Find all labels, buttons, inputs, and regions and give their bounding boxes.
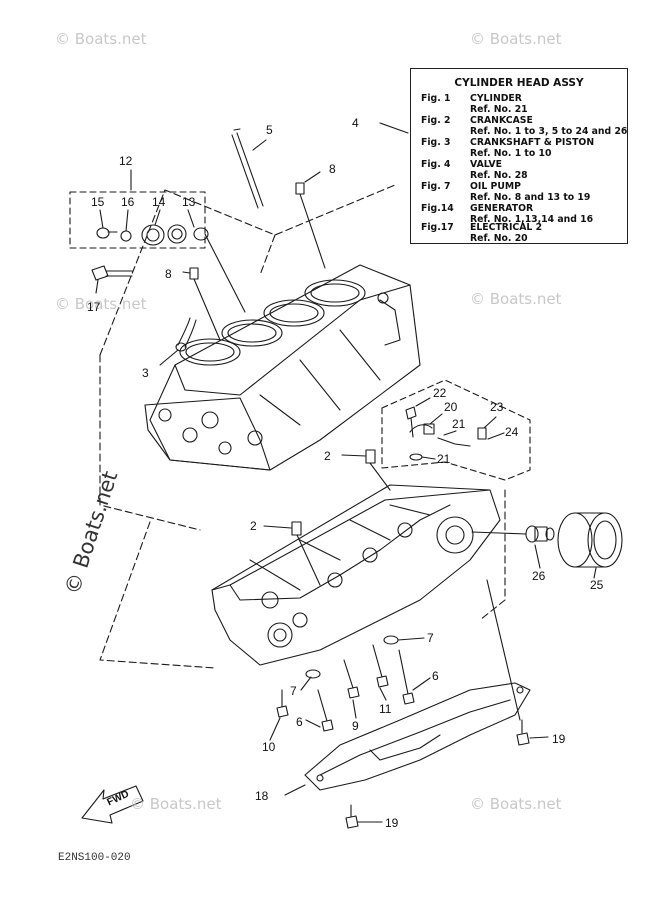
oil-pan-18	[304, 682, 531, 791]
callout-16: 16	[121, 195, 135, 209]
callout-8: 8	[165, 267, 172, 281]
callout-15: 15	[91, 195, 105, 209]
watermark-bottom-right: © Boats.net	[470, 795, 562, 813]
dowel-pin-8a	[295, 182, 305, 195]
fig-ref: Ref. No. 8 and 13 to 19	[470, 192, 591, 203]
bolt-19a	[516, 732, 530, 746]
fig-name: CYLINDER	[470, 93, 522, 104]
oil-filter-25	[557, 512, 623, 568]
watermark-mid-left: © Boats.net	[55, 295, 147, 313]
callout-11: 11	[379, 702, 392, 716]
stud-bolt-5	[231, 128, 264, 209]
legend-fig-4: Fig. 4 VALVE Ref. No. 28	[421, 159, 626, 181]
callout-2: 2	[324, 449, 331, 463]
legend-fig-3: Fig. 3 CRANKSHAFT & PISTON Ref. No. 1 to…	[421, 137, 626, 159]
fig-number: Fig. 2	[421, 115, 451, 126]
crankcase-bolts	[276, 635, 415, 732]
fitting-26	[471, 525, 555, 543]
parts-group-12	[91, 224, 246, 313]
callout-2: 2	[250, 519, 257, 533]
fig-ref: Ref. No. 1 to 10	[470, 148, 552, 159]
fig-name: CRANKCASE	[470, 115, 533, 126]
bolt-19b	[345, 815, 359, 829]
watermark-bottom-left: © Boats.net	[130, 795, 222, 813]
fig-ref: Ref. No. 1,13,14 and 16	[470, 214, 594, 225]
fig-number: Fig. 3	[421, 137, 451, 148]
callout-4: 4	[352, 116, 359, 130]
fig-ref: Ref. No. 28	[470, 170, 528, 181]
callout-3: 3	[142, 366, 149, 380]
dowel-pin-8b	[189, 267, 199, 280]
callout-26: 26	[532, 569, 546, 583]
fig-number: Fig. 7	[421, 181, 451, 192]
callout-8: 8	[329, 162, 336, 176]
callout-21: 21	[437, 452, 451, 466]
callout-22: 22	[433, 386, 447, 400]
callout-20: 20	[444, 400, 458, 414]
callout-21: 21	[452, 417, 466, 431]
callout-5: 5	[266, 123, 273, 137]
callout-25: 25	[590, 578, 604, 592]
fig-number: Fig.17	[421, 222, 454, 233]
legend-fig-1: Fig. 1 CYLINDER Ref. No. 21	[421, 93, 626, 115]
legend-fig-14: Fig.14 GENERATOR Ref. No. 1,13,14 and 16	[421, 203, 626, 225]
crankcase	[211, 484, 501, 666]
fig-ref: Ref. No. 20	[470, 233, 528, 244]
callout-9: 9	[352, 719, 359, 733]
callout-7: 7	[427, 631, 434, 645]
dowel-pin-2a	[365, 449, 376, 464]
legend-fig-17: Fig.17 ELECTRICAL 2 Ref. No. 20	[421, 222, 626, 244]
dowel-pin-2b	[291, 521, 302, 536]
callout-13: 13	[182, 195, 196, 209]
fig-ref: Ref. No. 21	[470, 104, 528, 115]
fig-ref: Ref. No. 1 to 3, 5 to 24 and 26	[470, 126, 628, 137]
legend-box: CYLINDER HEAD ASSY Fig. 1 CYLINDER Ref. …	[410, 68, 628, 244]
callout-17: 17	[87, 300, 101, 314]
fig-name: ELECTRICAL 2	[470, 222, 543, 233]
callout-24: 24	[505, 425, 519, 439]
callout-12: 12	[119, 154, 133, 168]
pipe-3	[175, 317, 197, 352]
fig-number: Fig. 1	[421, 93, 451, 104]
fig-number: Fig. 4	[421, 159, 451, 170]
group-outline-crankcase	[99, 489, 506, 669]
fwd-arrow	[81, 785, 144, 824]
callout-19: 19	[385, 816, 399, 830]
callout-23: 23	[490, 400, 504, 414]
legend-fig-2: Fig. 2 CRANKCASE Ref. No. 1 to 3, 5 to 2…	[421, 115, 628, 137]
callout-6: 6	[296, 715, 303, 729]
legend-title: CYLINDER HEAD ASSY	[454, 77, 584, 89]
watermark-top-right: © Boats.net	[470, 30, 562, 48]
cylinder-block	[144, 264, 421, 471]
callout-14: 14	[152, 195, 166, 209]
fig-number: Fig.14	[421, 203, 454, 214]
group-outline-cylinder	[99, 184, 396, 531]
watermark-top-left: © Boats.net	[55, 30, 147, 48]
group-outline-oilpump	[381, 379, 531, 481]
group-outline-12	[69, 191, 206, 249]
callout-6: 6	[432, 669, 439, 683]
fig-name: GENERATOR	[470, 203, 534, 214]
callout-10: 10	[262, 740, 276, 754]
fig-name: VALVE	[470, 159, 502, 170]
fig-name: CRANKSHAFT & PISTON	[470, 137, 595, 148]
fig-name: OIL PUMP	[470, 181, 521, 192]
legend-fig-7: Fig. 7 OIL PUMP Ref. No. 8 and 13 to 19	[421, 181, 626, 203]
callout-19: 19	[552, 732, 566, 746]
watermark-mid-right: © Boats.net	[470, 290, 562, 308]
diagram-code: E2NS100-020	[58, 852, 131, 864]
callout-7: 7	[290, 684, 297, 698]
callout-18: 18	[255, 789, 269, 803]
